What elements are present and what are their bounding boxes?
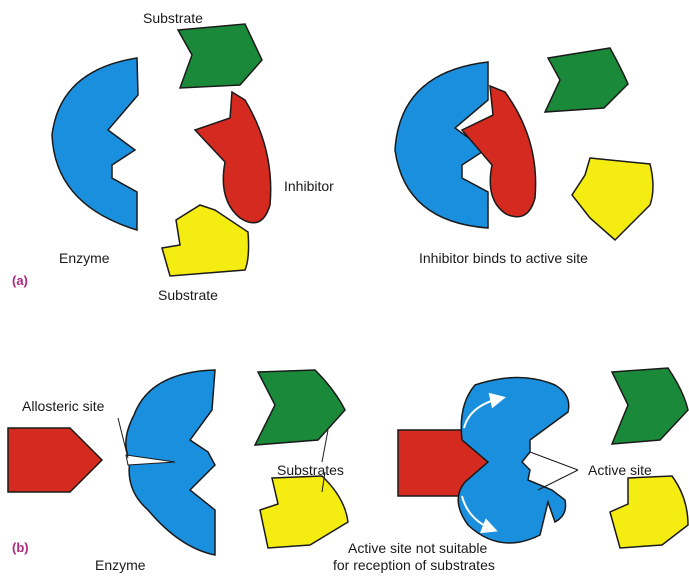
label-caption-b-line1: Active site not suitable	[348, 540, 488, 556]
allosteric-notch	[125, 454, 176, 466]
substrate-yellow-b-right	[609, 475, 689, 549]
substrates-leader-top	[321, 429, 329, 463]
conformational-arrow-top	[463, 392, 506, 429]
label-substrates-b: Substrates	[277, 462, 344, 478]
substrate-yellow-a-left	[161, 204, 250, 277]
allosteric-inhibitor-b-left	[7, 427, 104, 493]
active-site-leader-top	[529, 451, 579, 471]
label-inhibitor-a: Inhibitor	[284, 178, 334, 194]
active-site-leader-bottom	[537, 469, 579, 491]
substrate-yellow-b-left	[259, 475, 349, 549]
label-caption-a: Inhibitor binds to active site	[419, 250, 588, 266]
enzyme-a-right	[394, 61, 489, 229]
panel-tag-a: (a)	[12, 273, 28, 288]
substrate-yellow-a-right	[571, 157, 654, 242]
inhibitor-a-right	[460, 84, 537, 218]
label-enzyme-a: Enzyme	[59, 250, 110, 266]
substrate-green-a-left	[176, 23, 263, 89]
inhibitor-a-left	[193, 90, 272, 224]
enzyme-a-left	[51, 57, 139, 232]
label-substrate-top-a: Substrate	[143, 10, 203, 26]
label-enzyme-b: Enzyme	[95, 557, 146, 573]
label-allosteric-site: Allosteric site	[22, 398, 105, 414]
label-substrate-bottom-a: Substrate	[158, 287, 218, 303]
panel-tag-b: (b)	[12, 540, 29, 555]
substrate-green-b-left	[253, 369, 346, 446]
allosteric-leader	[117, 417, 129, 459]
conformational-arrow-bottom	[461, 495, 498, 534]
substrates-leader-bottom	[321, 471, 326, 493]
label-active-site: Active site	[588, 462, 652, 478]
enzyme-b-right	[457, 376, 570, 544]
label-caption-b-line2: for reception of substrates	[333, 557, 495, 573]
substrate-green-b-right	[610, 367, 689, 445]
substrate-green-a-right	[543, 47, 629, 113]
